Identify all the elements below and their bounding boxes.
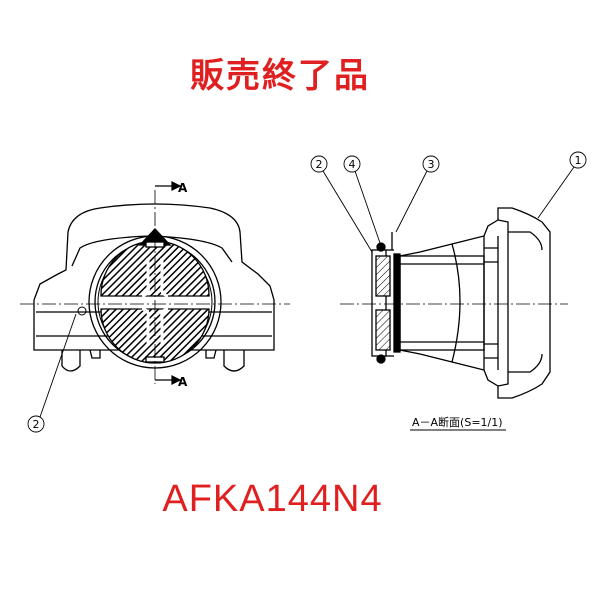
section-markers — [155, 181, 182, 385]
front-callout-2-leader — [27, 313, 77, 433]
discontinued-label: 販売終了品 — [190, 56, 370, 96]
front-view-centerlines — [20, 190, 290, 384]
section-callout-2: 2 — [316, 158, 323, 171]
section-callout-leaders — [310, 151, 587, 253]
section-marker-top: A — [178, 181, 188, 195]
right-leg — [223, 350, 245, 372]
section-callout-4: 4 — [349, 158, 356, 171]
left-leg — [61, 350, 81, 372]
section-marker-bottom: A — [178, 375, 188, 389]
section-callout-1: 1 — [575, 154, 582, 167]
o-ring-bottom — [376, 354, 386, 364]
section-callout-3: 3 — [428, 158, 435, 171]
front-view — [33, 203, 275, 372]
ring-hatched-bottom — [375, 309, 391, 351]
front-callout-2: 2 — [33, 418, 40, 431]
ring-hatched-top — [375, 255, 391, 297]
model-number: AFKA144N4 — [162, 478, 383, 520]
section-view — [371, 207, 551, 399]
o-ring-top — [376, 242, 386, 252]
shell-outline — [497, 207, 551, 399]
section-caption: A－A断面(S=1/1) — [412, 415, 503, 429]
hood-outline — [33, 203, 275, 351]
right-leg-2 — [205, 349, 217, 359]
left-leg-2 — [89, 349, 101, 359]
packing-gasket — [393, 253, 401, 353]
